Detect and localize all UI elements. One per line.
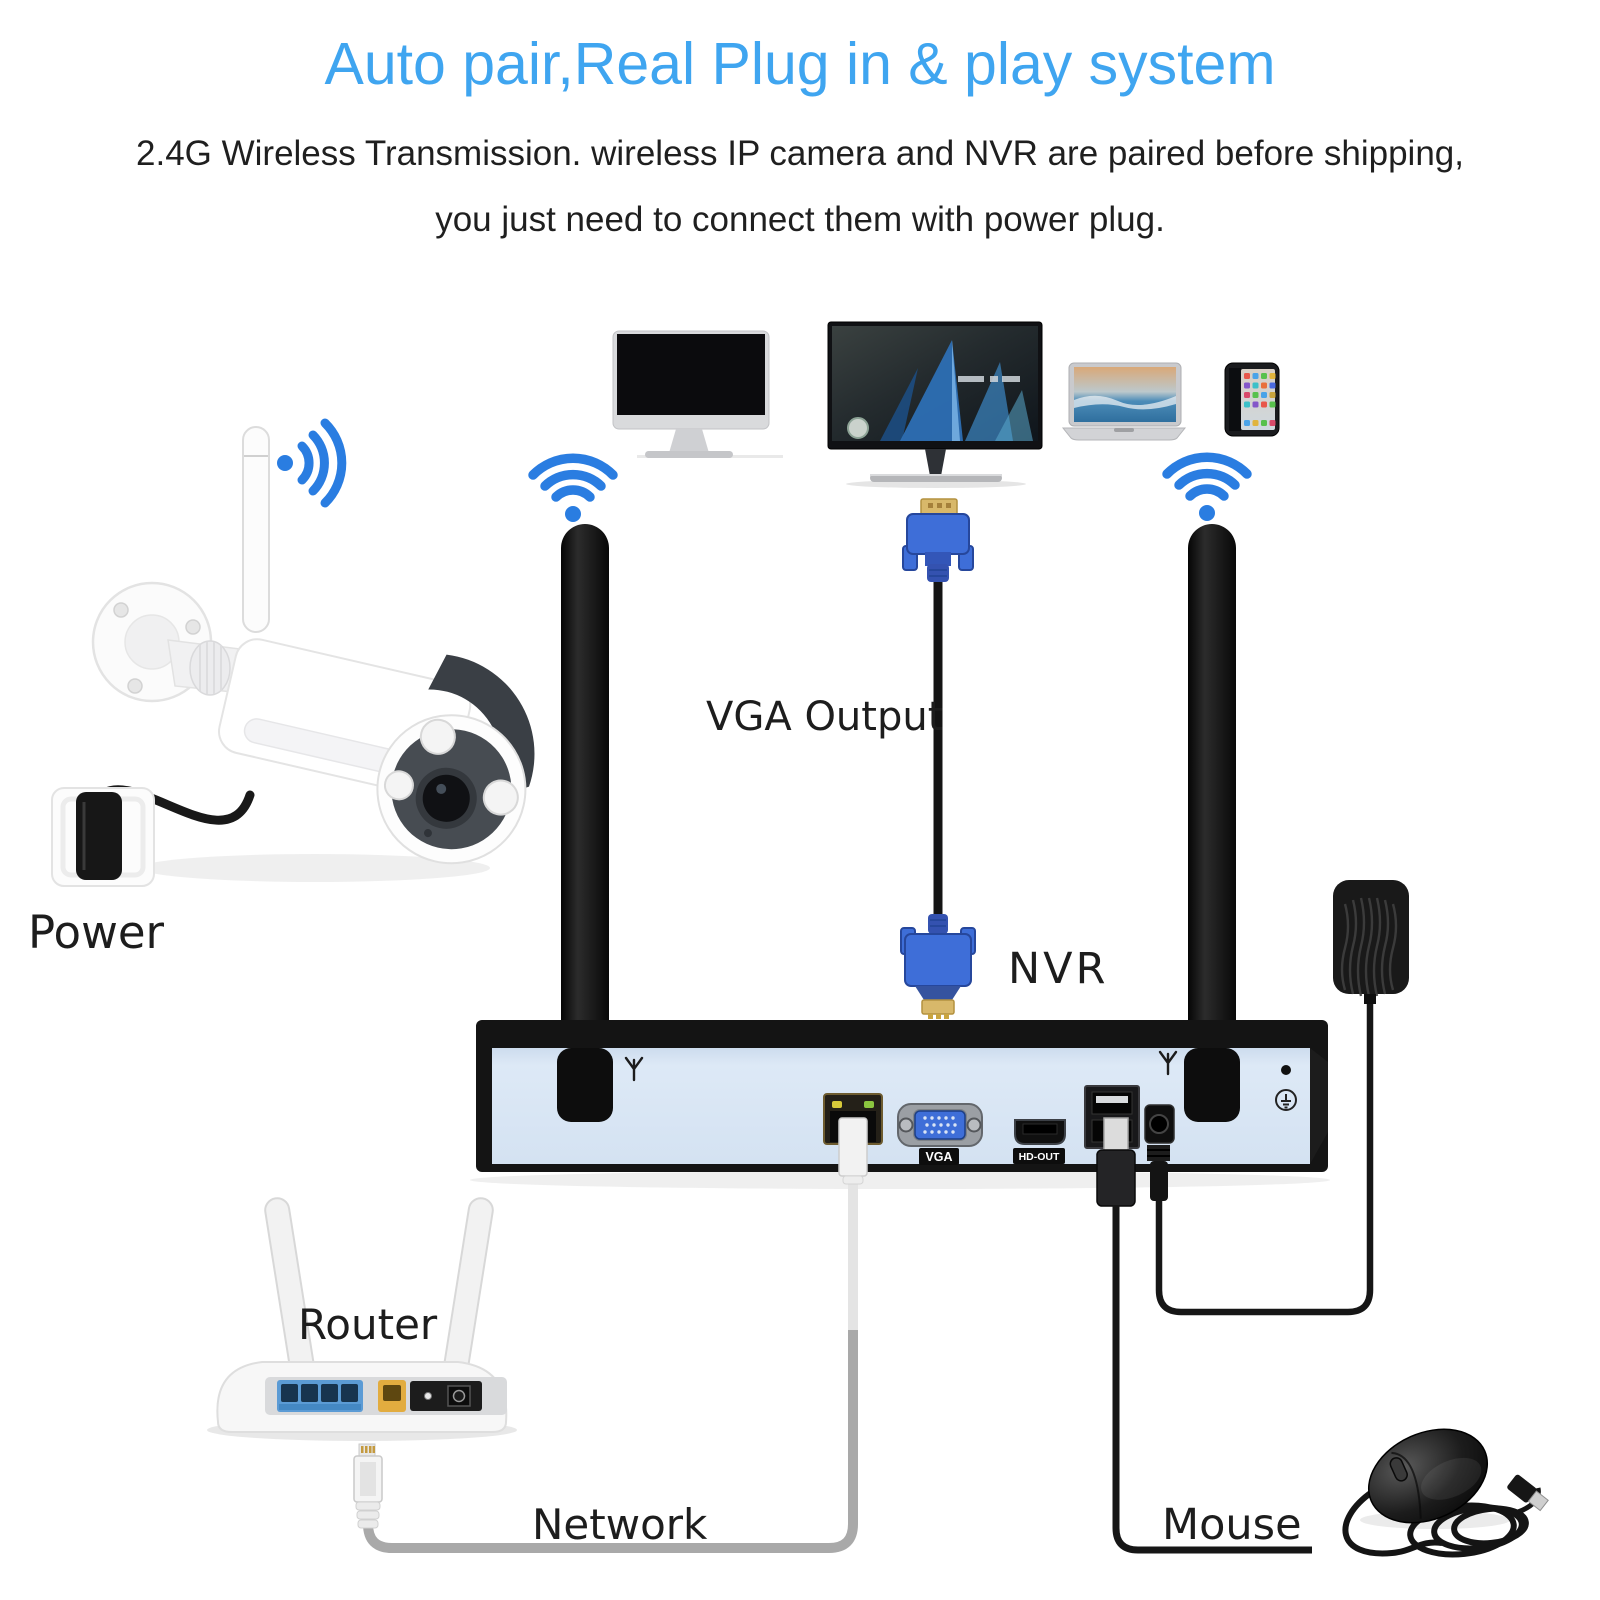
- nvr-antenna-left: [561, 524, 609, 1104]
- rj45-connector: [353, 1443, 383, 1529]
- usb-plug-metal: [1103, 1117, 1129, 1153]
- vga-port-badge: [919, 1148, 959, 1165]
- camera-lens: [415, 767, 477, 829]
- ir-led: [482, 779, 519, 816]
- camera-antenna: [242, 426, 270, 633]
- vga-cable: [900, 498, 976, 1019]
- nvr-label: NVR: [1008, 944, 1109, 994]
- page-title: Auto pair,Real Plug in & play system: [324, 31, 1276, 97]
- nvr-power-adapter: [1333, 880, 1409, 1004]
- network-cable: [363, 1175, 858, 1553]
- wifi-icon-left: [528, 453, 618, 522]
- antenna-hinge: [1184, 1048, 1240, 1122]
- router-device: [216, 1197, 508, 1433]
- tv-monitor: [827, 321, 1043, 482]
- vga-connector-top: [902, 498, 974, 582]
- camera-mount-knob: [189, 640, 231, 696]
- monitor-wallpaper: [847, 340, 1033, 441]
- vga-connector-bottom: [900, 914, 976, 1019]
- hdmi-port-badge: [1013, 1148, 1065, 1164]
- power-label: Power: [28, 906, 165, 959]
- camera-power-adapter: [76, 792, 122, 880]
- vga-output-label: VGA Output: [706, 694, 944, 740]
- ethernet-plug: [838, 1117, 868, 1177]
- subtitle-line-2: you just need to connect them with power…: [435, 200, 1165, 239]
- mouse-usb-connector: [1507, 1474, 1549, 1512]
- network-label: Network: [532, 1500, 708, 1549]
- mouse-cable: [1342, 1489, 1443, 1557]
- ir-led: [419, 718, 456, 755]
- ip-camera: [51, 426, 535, 887]
- hdmi-port-label: HD-OUT: [1019, 1151, 1060, 1163]
- nvr-device: VGA HD-OUT: [476, 524, 1328, 1207]
- camera-body: [218, 638, 535, 865]
- dc-jack: [1144, 1104, 1175, 1201]
- laptop: [1061, 362, 1187, 441]
- mouse-device: [1342, 1428, 1549, 1558]
- usb-cable: [1112, 1205, 1312, 1554]
- mouse-body: [1367, 1428, 1489, 1524]
- antenna-symbol-icon: [1158, 1050, 1178, 1076]
- ground-symbol-icon: [1275, 1089, 1297, 1111]
- antenna-symbol-icon: [624, 1056, 644, 1082]
- nvr-antenna-right: [1188, 524, 1236, 1104]
- ir-led: [383, 770, 414, 801]
- mouse-scroll-wheel: [1389, 1457, 1408, 1482]
- wifi-icon-camera: [277, 418, 347, 508]
- vga-port: [897, 1103, 983, 1147]
- desktop-monitor: [612, 330, 770, 458]
- subtitle-line-1: 2.4G Wireless Transmission. wireless IP …: [136, 134, 1464, 173]
- phone-app-icons: [1244, 373, 1276, 426]
- wifi-icon-right: [1162, 452, 1252, 521]
- router-wan-port: [378, 1380, 406, 1412]
- usb-plug-body: [1096, 1149, 1136, 1207]
- mouse-label: Mouse: [1162, 1500, 1302, 1550]
- router-lan-ports: [277, 1380, 363, 1412]
- dc-cable: [1155, 1000, 1374, 1316]
- vga-port-label: VGA: [925, 1150, 952, 1164]
- router-label: Router: [298, 1300, 438, 1349]
- router-power-section: [410, 1381, 482, 1411]
- dc-plug-body: [1150, 1161, 1168, 1201]
- nvr-led-dot: [1281, 1065, 1291, 1075]
- hdmi-port: [1014, 1119, 1066, 1145]
- dc-plug-ribs: [1147, 1145, 1170, 1161]
- usb-ports: [1084, 1085, 1140, 1207]
- smartphone: [1224, 362, 1280, 437]
- ethernet-port: [823, 1093, 883, 1185]
- antenna-hinge: [557, 1048, 613, 1122]
